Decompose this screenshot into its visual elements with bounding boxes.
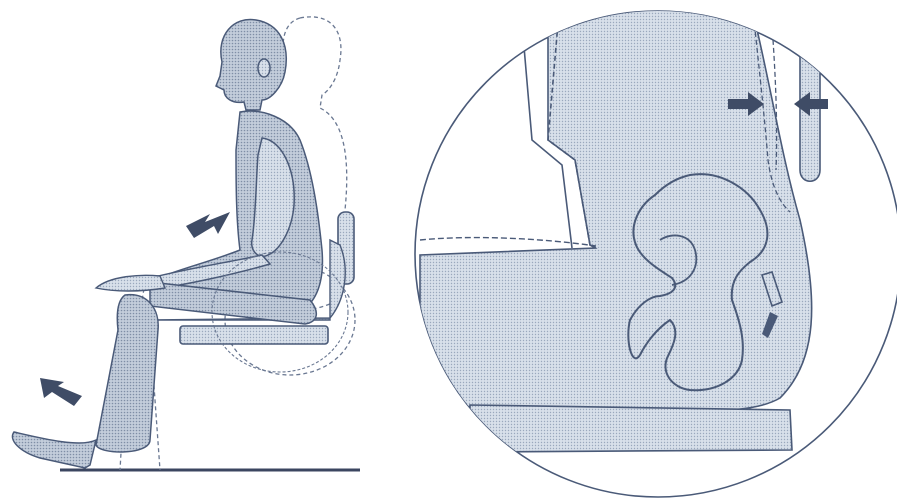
seat-base — [180, 326, 328, 344]
left-panel — [12, 17, 360, 470]
left-arrow-icon — [186, 212, 230, 238]
right-panel — [400, 0, 897, 497]
left-arrow-icon — [40, 378, 82, 406]
seated-figure — [12, 19, 322, 468]
hand — [96, 275, 165, 291]
seat-slab — [470, 405, 792, 452]
